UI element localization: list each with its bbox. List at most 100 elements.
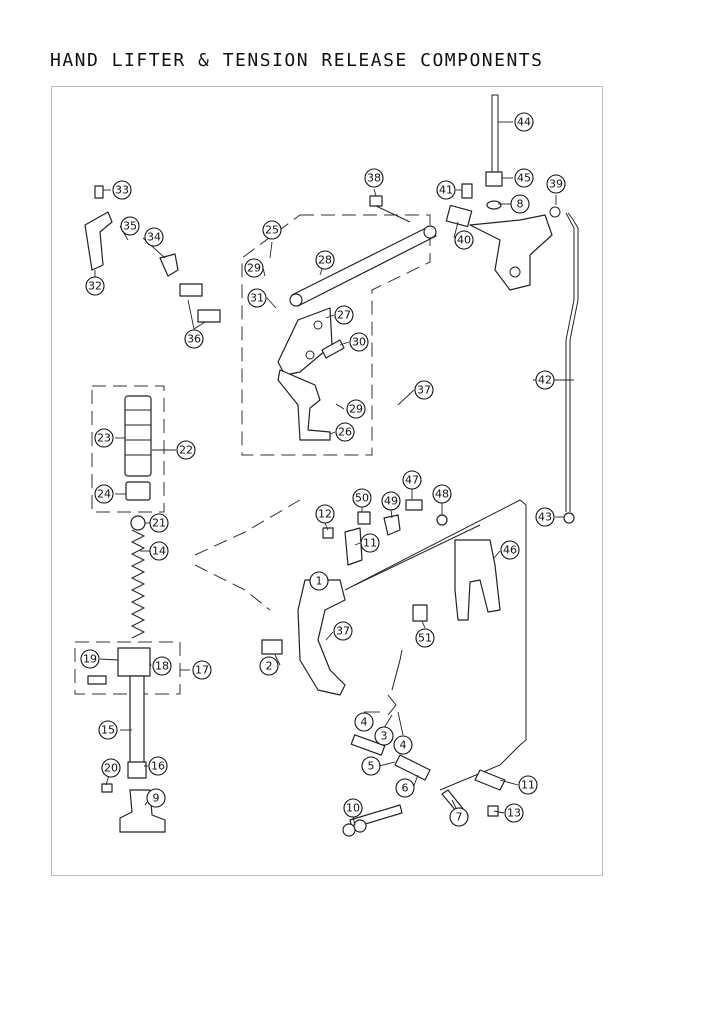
nut-10b bbox=[342, 823, 356, 837]
callout-37a: 37 bbox=[414, 380, 434, 400]
tension-nut-23 bbox=[124, 395, 152, 477]
svg-text:39: 39 bbox=[549, 178, 563, 191]
svg-text:32: 32 bbox=[88, 280, 102, 293]
pressure-bar-assembly bbox=[84, 185, 221, 833]
nut-24 bbox=[125, 481, 151, 501]
svg-text:30: 30 bbox=[352, 336, 366, 349]
callout-46: 46 bbox=[500, 540, 520, 560]
screw-38 bbox=[369, 195, 383, 207]
washer-43 bbox=[563, 512, 575, 524]
svg-text:49: 49 bbox=[384, 495, 398, 508]
svg-text:35: 35 bbox=[123, 220, 137, 233]
link-28 bbox=[291, 225, 437, 307]
callout-31: 31 bbox=[247, 288, 267, 308]
callout-32: 32 bbox=[85, 276, 105, 296]
tension-nut-group-outline bbox=[91, 385, 165, 513]
svg-text:36: 36 bbox=[187, 333, 201, 346]
release-wire-inner bbox=[354, 524, 481, 586]
svg-text:20: 20 bbox=[104, 762, 118, 775]
svg-text:4: 4 bbox=[361, 716, 368, 729]
spring-6 bbox=[394, 754, 431, 781]
svg-text:11: 11 bbox=[521, 779, 535, 792]
svg-text:3: 3 bbox=[381, 730, 388, 743]
stud-2 bbox=[261, 639, 283, 655]
svg-text:50: 50 bbox=[355, 492, 369, 505]
callout-35: 35 bbox=[120, 216, 140, 236]
svg-text:42: 42 bbox=[538, 374, 552, 387]
shaft-40 bbox=[445, 204, 473, 228]
collar-41 bbox=[461, 183, 473, 199]
callout-39: 39 bbox=[546, 174, 566, 194]
svg-text:31: 31 bbox=[250, 292, 264, 305]
callout-33: 33 bbox=[112, 180, 132, 200]
svg-text:51: 51 bbox=[418, 632, 432, 645]
callout-25: 25 bbox=[262, 220, 282, 240]
callout-42: 42 bbox=[535, 370, 555, 390]
callout-30: 30 bbox=[349, 332, 369, 352]
svg-text:27: 27 bbox=[337, 309, 351, 322]
spring-14 bbox=[130, 529, 146, 639]
screw-20 bbox=[101, 783, 113, 793]
callout-11a: 11 bbox=[360, 533, 380, 553]
callout-18: 18 bbox=[152, 656, 172, 676]
svg-text:9: 9 bbox=[153, 792, 160, 805]
callout-16: 16 bbox=[148, 756, 168, 776]
callout-26: 26 bbox=[335, 422, 355, 442]
svg-text:14: 14 bbox=[152, 545, 166, 558]
knee-lifter-rod bbox=[567, 212, 579, 512]
linkage-parts bbox=[277, 183, 561, 441]
svg-text:33: 33 bbox=[115, 184, 129, 197]
svg-text:28: 28 bbox=[318, 254, 332, 267]
nut-45 bbox=[485, 171, 503, 187]
callout-2: 2 bbox=[259, 656, 279, 676]
svg-text:15: 15 bbox=[101, 724, 115, 737]
svg-text:21: 21 bbox=[152, 517, 166, 530]
svg-text:29: 29 bbox=[247, 262, 261, 275]
callout-49: 49 bbox=[381, 491, 401, 511]
callout-10: 10 bbox=[343, 798, 363, 818]
svg-text:37: 37 bbox=[417, 384, 431, 397]
callout-11b: 11 bbox=[518, 775, 538, 795]
tension-release-wire bbox=[344, 499, 527, 791]
clip-51 bbox=[412, 604, 428, 622]
callout-3: 3 bbox=[374, 726, 394, 746]
callout-41: 41 bbox=[436, 180, 456, 200]
callout-36: 36 bbox=[184, 329, 204, 349]
callout-4b: 4 bbox=[393, 735, 413, 755]
collar-50 bbox=[357, 511, 371, 525]
svg-text:34: 34 bbox=[147, 231, 161, 244]
svg-text:12: 12 bbox=[318, 508, 332, 521]
svg-text:40: 40 bbox=[457, 234, 471, 247]
callout-4a: 4 bbox=[354, 712, 374, 732]
callout-28: 28 bbox=[315, 250, 335, 270]
svg-text:26: 26 bbox=[338, 426, 352, 439]
pressure-bar-15 bbox=[129, 675, 145, 777]
callout-44: 44 bbox=[514, 112, 534, 132]
callout-9: 9 bbox=[146, 788, 166, 808]
svg-text:38: 38 bbox=[367, 172, 381, 185]
pin-5 bbox=[350, 734, 386, 756]
diagram-frame bbox=[51, 86, 603, 876]
svg-text:45: 45 bbox=[517, 172, 531, 185]
callout-29b: 29 bbox=[346, 399, 366, 419]
svg-text:48: 48 bbox=[435, 488, 449, 501]
callout-21: 21 bbox=[149, 513, 169, 533]
lifter-16 bbox=[127, 761, 147, 779]
screw-12 bbox=[322, 527, 334, 539]
rods bbox=[344, 94, 579, 791]
assembly-guide-line-1 bbox=[194, 499, 301, 556]
callout-40: 40 bbox=[454, 230, 474, 250]
callout-50: 50 bbox=[352, 488, 372, 508]
hand-lifter-32 bbox=[84, 211, 113, 271]
lever-1 bbox=[297, 579, 346, 696]
group-outlines bbox=[74, 214, 431, 695]
svg-text:2: 2 bbox=[266, 660, 273, 673]
callout-8: 8 bbox=[510, 194, 530, 214]
callout-15: 15 bbox=[98, 720, 118, 740]
svg-text:44: 44 bbox=[517, 116, 531, 129]
washer-48 bbox=[436, 514, 448, 526]
bracket-46 bbox=[454, 539, 501, 621]
callout-47: 47 bbox=[402, 470, 422, 490]
svg-text:6: 6 bbox=[402, 782, 409, 795]
